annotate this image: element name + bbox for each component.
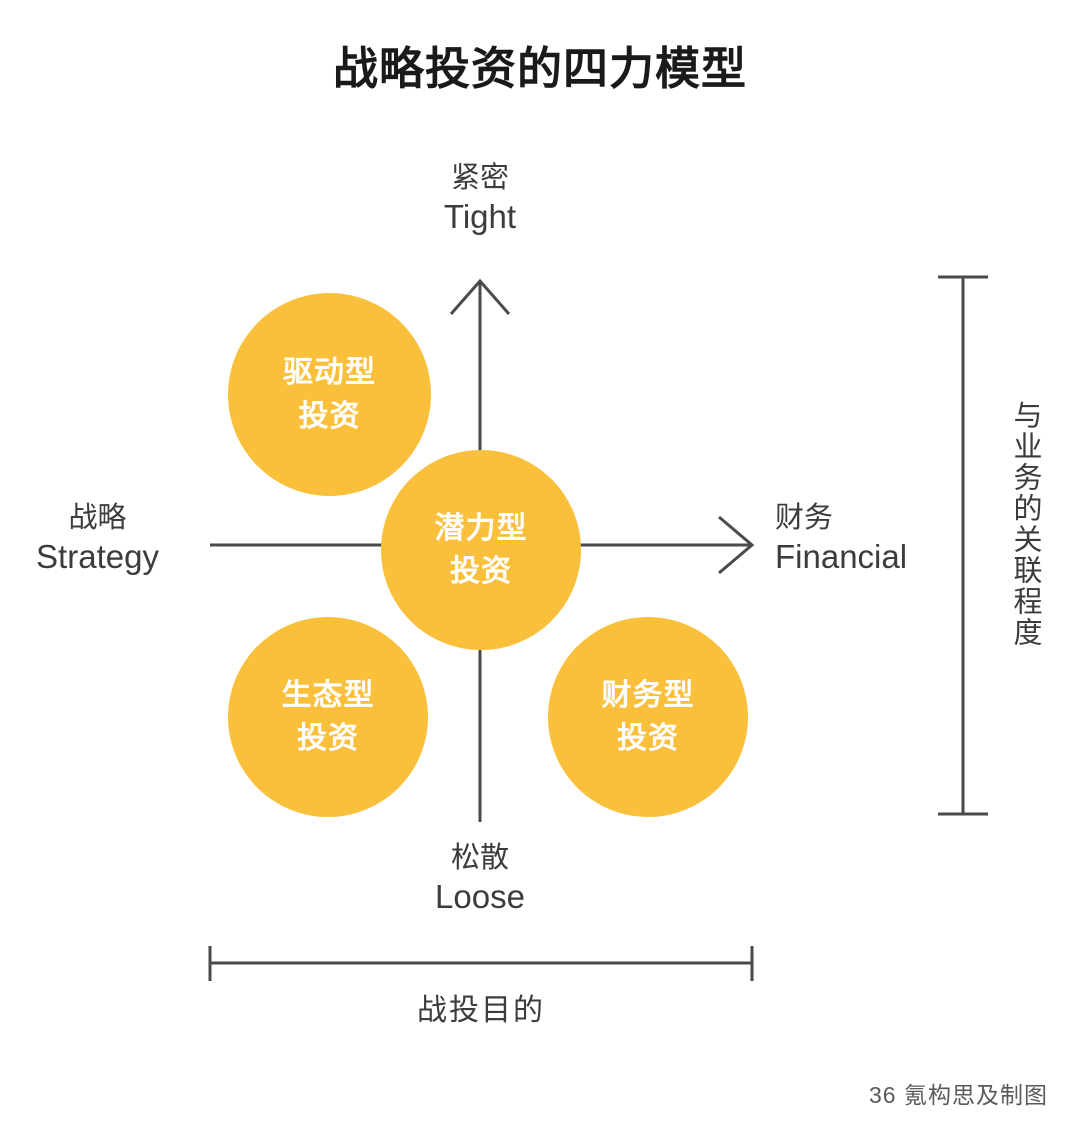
axis-label-left-cn: 战略 (68, 502, 127, 534)
bubble-driver-line1: 驱动型 (283, 356, 376, 389)
page-title: 战略投资的四力模型 (332, 43, 747, 94)
axis-label-top-cn: 紧密 (450, 162, 509, 194)
bubble-driver-investment[interactable]: 驱动型 投资 (228, 293, 431, 496)
axis-label-right: 财务 Financial (775, 500, 907, 578)
bubble-finance-line1: 财务型 (601, 678, 695, 712)
axis-label-right-cn: 财务 (775, 502, 834, 534)
bottom-bracket (208, 946, 754, 981)
axis-label-left-en: Strategy (36, 538, 159, 576)
right-bracket (938, 275, 988, 816)
axis-label-right-en: Financial (775, 538, 908, 576)
axis-label-top-en: Tight (443, 198, 517, 236)
bubble-ecosystem-investment[interactable]: 生态型 投资 (228, 617, 428, 817)
right-bracket-label: 与业务的关联程度 (1009, 400, 1041, 648)
bubble-eco-line2: 投资 (297, 722, 359, 755)
bubble-finance-line2: 投资 (617, 722, 679, 755)
bottom-bracket-label: 战投目的 (417, 994, 545, 1027)
axis-label-bottom: 松散 Loose (0, 840, 960, 918)
axis-label-bottom-cn: 松散 (450, 842, 509, 874)
bubble-potential-line1: 潜力型 (434, 511, 528, 545)
bubble-driver-line2: 投资 (298, 399, 361, 433)
bubble-potential-line2: 投资 (450, 555, 512, 588)
credit-text: 36 氪构思及制图 (869, 1082, 1048, 1108)
bubble-eco-line1: 生态型 (281, 678, 375, 712)
bubble-financial-investment[interactable]: 财务型 投资 (548, 617, 748, 817)
bubble-potential-investment[interactable]: 潜力型 投资 (381, 450, 581, 650)
axis-label-bottom-en: Loose (435, 878, 525, 916)
axis-label-top: 紧密 Tight (0, 160, 960, 238)
axis-label-left: 战略 Strategy (0, 500, 195, 578)
